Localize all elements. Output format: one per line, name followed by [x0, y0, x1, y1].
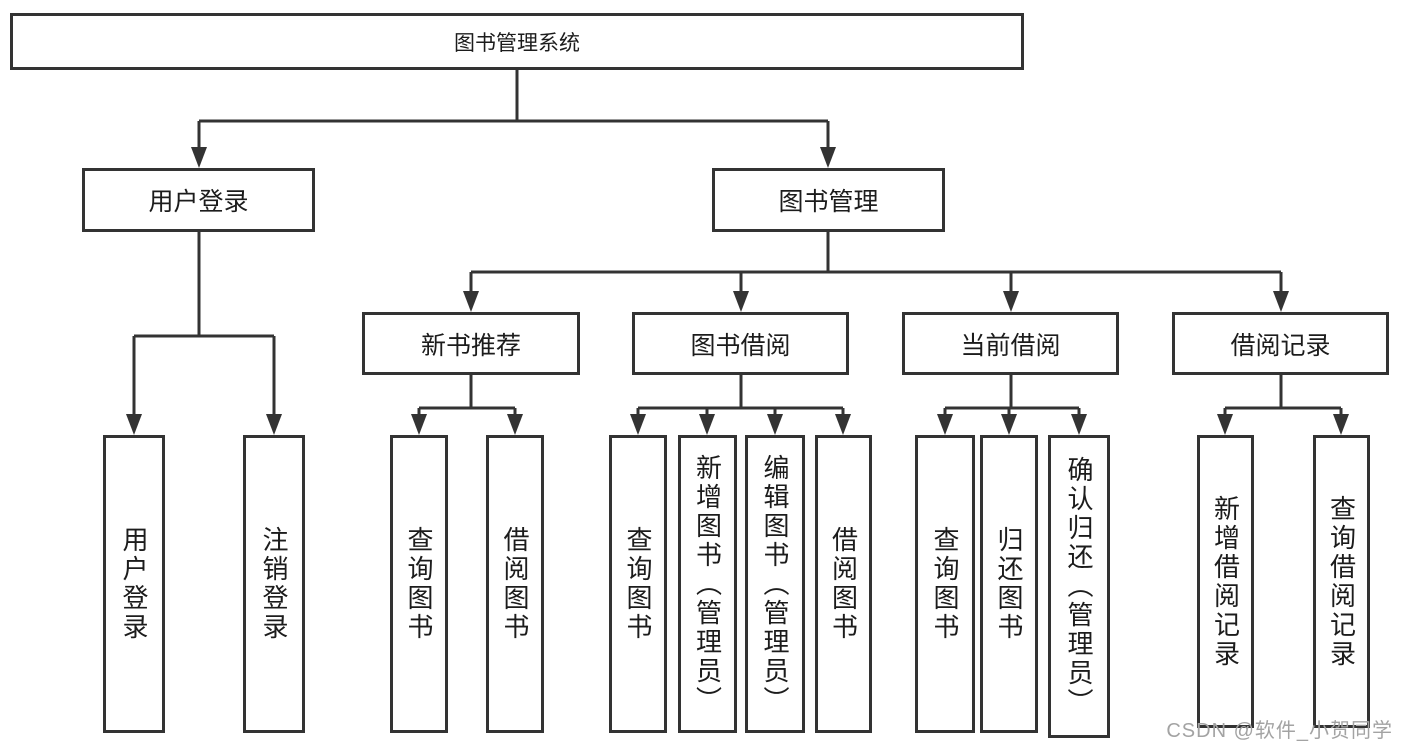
leaf-logout-label: 注销登录: [259, 526, 289, 642]
leaf-logout: 注销登录: [243, 435, 305, 733]
arrow-down-icon: [1273, 291, 1289, 312]
node-borrow-records: 借阅记录: [1172, 312, 1389, 375]
connector-book-management-to-groups: [463, 232, 1289, 312]
node-new-book-recommend-label: 新书推荐: [420, 331, 521, 360]
leaf-bb-query-books: 查询图书: [609, 435, 667, 733]
leaf-cb-return-books: 归还图书: [980, 435, 1038, 733]
arrow-down-icon: [767, 414, 783, 435]
connector-root-to-level2: [191, 69, 836, 168]
leaf-bb-borrow-books: 借阅图书: [815, 435, 872, 733]
arrow-down-icon: [411, 414, 427, 435]
leaf-br-add-record: 新增借阅记录: [1197, 435, 1254, 728]
arrow-down-icon: [630, 414, 646, 435]
node-user-login-group: 用户登录: [82, 168, 315, 232]
leaf-nbr-borrow-books: 借阅图书: [486, 435, 544, 733]
arrow-down-icon: [191, 147, 207, 168]
connector-new-book-recommend-to-leaves: [411, 375, 523, 435]
leaf-cb-confirm-return-admin: 确认归还（管理员）: [1048, 435, 1110, 738]
arrow-down-icon: [126, 414, 142, 435]
arrow-down-icon: [1001, 414, 1017, 435]
connector-current-borrow-to-leaves: [937, 375, 1087, 435]
leaf-bb-edit-book-admin-label: 编辑图书（管理员）: [760, 453, 790, 715]
node-current-borrow-label: 当前借阅: [960, 331, 1061, 360]
leaf-bb-add-book-admin-label: 新增图书（管理员）: [692, 453, 723, 715]
arrow-down-icon: [507, 414, 523, 435]
leaf-cb-query-books-label: 查询图书: [930, 526, 960, 642]
node-book-borrow: 图书借阅: [632, 312, 849, 375]
leaf-br-add-record-label: 新增借阅记录: [1210, 494, 1241, 669]
node-book-borrow-label: 图书借阅: [690, 331, 791, 360]
leaf-cb-confirm-return-admin-label: 确认归还（管理员）: [1064, 456, 1094, 717]
arrow-down-icon: [1071, 414, 1087, 435]
arrow-down-icon: [463, 291, 479, 312]
leaf-bb-borrow-books-label: 借阅图书: [828, 526, 859, 642]
node-root-system: 图书管理系统: [10, 13, 1024, 70]
node-user-login-group-label: 用户登录: [148, 188, 249, 216]
node-root-label: 图书管理系统: [454, 31, 580, 55]
leaf-br-query-record: 查询借阅记录: [1313, 435, 1370, 728]
leaf-bb-edit-book-admin: 编辑图书（管理员）: [745, 435, 805, 733]
leaf-bb-add-book-admin: 新增图书（管理员）: [678, 435, 737, 733]
leaf-user-login: 用户登录: [103, 435, 165, 733]
leaf-bb-query-books-label: 查询图书: [623, 526, 653, 642]
arrow-down-icon: [1333, 414, 1349, 435]
leaf-user-login-label: 用户登录: [119, 526, 149, 642]
leaf-cb-query-books: 查询图书: [915, 435, 975, 733]
connector-borrow-records-to-leaves: [1217, 375, 1349, 435]
arrow-down-icon: [699, 414, 715, 435]
arrow-down-icon: [835, 414, 851, 435]
node-book-management-group: 图书管理: [712, 168, 945, 232]
connector-book-borrow-to-leaves: [630, 375, 851, 435]
node-borrow-records-label: 借阅记录: [1230, 331, 1331, 360]
node-book-management-group-label: 图书管理: [778, 188, 879, 216]
node-current-borrow: 当前借阅: [902, 312, 1119, 375]
leaf-nbr-borrow-books-label: 借阅图书: [500, 526, 530, 642]
node-new-book-recommend: 新书推荐: [362, 312, 580, 375]
leaf-nbr-query-books: 查询图书: [390, 435, 448, 733]
arrow-down-icon: [266, 414, 282, 435]
leaf-br-query-record-label: 查询借阅记录: [1326, 494, 1357, 669]
leaf-cb-return-books-label: 归还图书: [994, 526, 1024, 642]
arrow-down-icon: [1217, 414, 1233, 435]
leaf-nbr-query-books-label: 查询图书: [404, 526, 434, 642]
arrow-down-icon: [937, 414, 953, 435]
connector-user-login-to-leaves: [126, 232, 282, 435]
arrow-down-icon: [733, 291, 749, 312]
arrow-down-icon: [820, 147, 836, 168]
arrow-down-icon: [1003, 291, 1019, 312]
csdn-watermark: CSDN @软件_小贺同学: [1166, 720, 1393, 742]
